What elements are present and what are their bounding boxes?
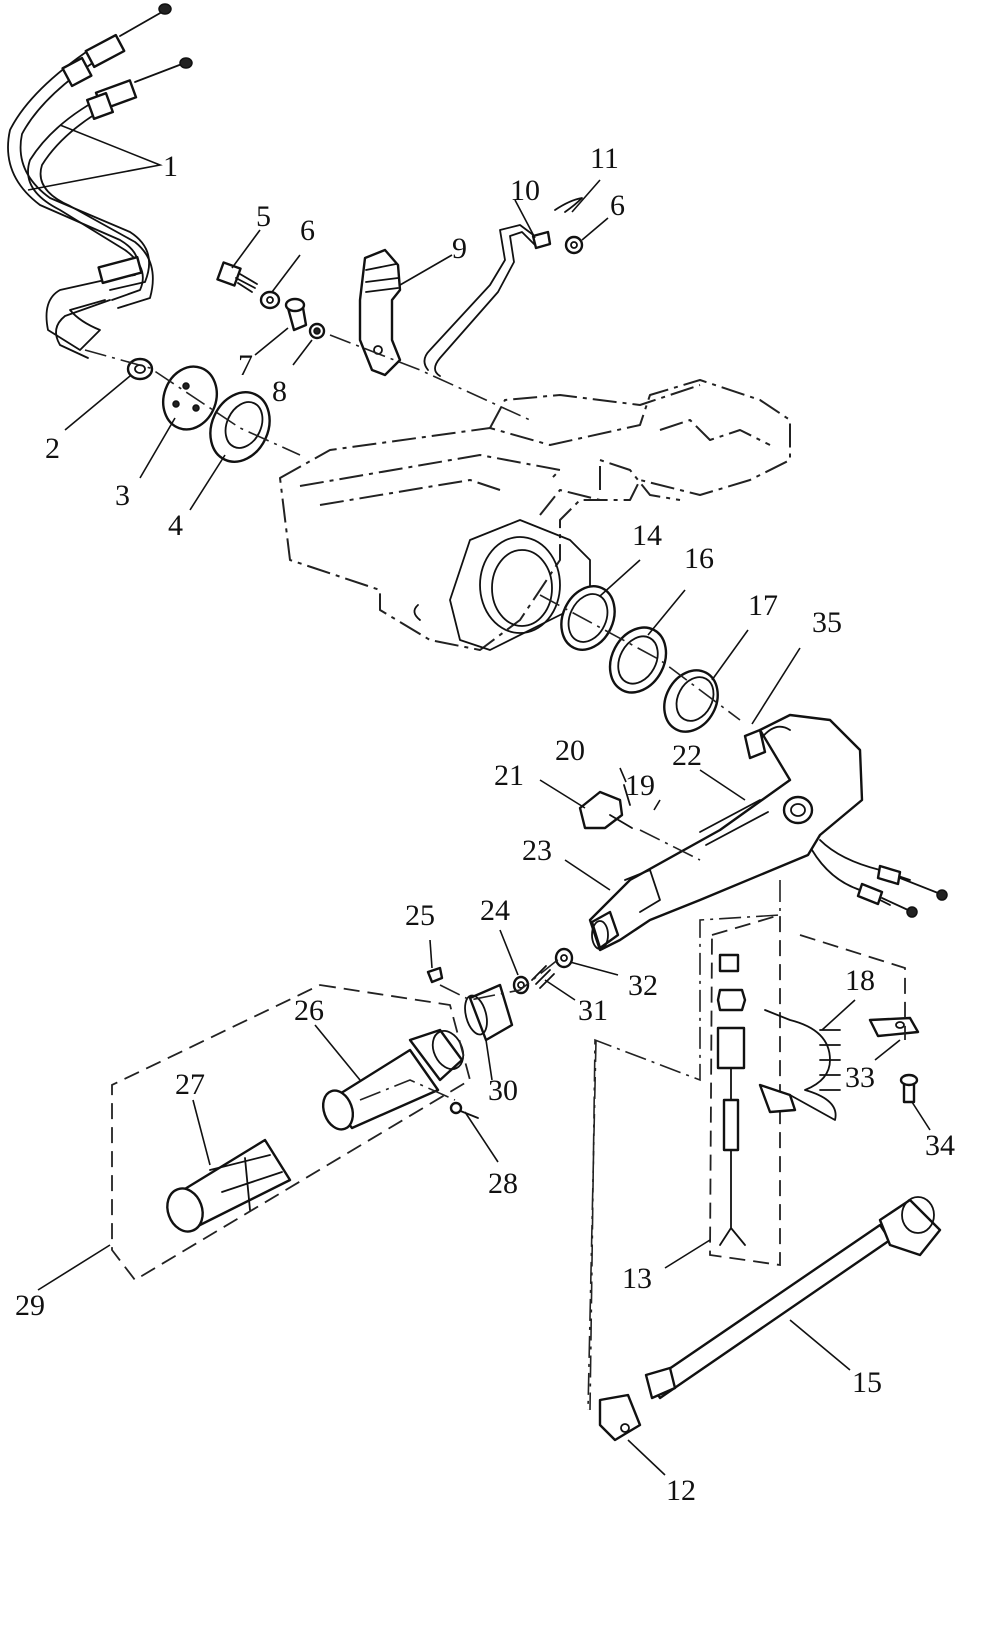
callout-21: 21 [494, 759, 524, 792]
stop-switch-group [709, 913, 920, 1267]
callout-14: 14 [632, 519, 662, 552]
callout-19: 19 [625, 769, 655, 802]
callout-4: 4 [168, 509, 183, 542]
leader-lines [27, 124, 931, 1476]
lever-group [358, 197, 584, 377]
callout-25: 25 [405, 899, 435, 932]
tiller-housing [588, 713, 948, 952]
callout-20: 20 [555, 734, 585, 767]
callout-18: 18 [845, 964, 875, 997]
callout-22: 22 [672, 739, 702, 772]
callout-26: 26 [294, 994, 324, 1027]
callout-15: 15 [852, 1366, 882, 1399]
extension-rod [598, 1196, 942, 1442]
callout-27: 27 [175, 1068, 205, 1101]
callout-8: 8 [272, 375, 287, 408]
callout-7: 7 [238, 349, 253, 382]
callout-31: 31 [578, 994, 608, 1027]
callout-24: 24 [480, 894, 510, 927]
callout-2: 2 [45, 432, 60, 465]
callout-29: 29 [15, 1289, 45, 1322]
callout-5: 5 [256, 200, 271, 233]
callout-16: 16 [684, 542, 714, 575]
callout-34: 34 [925, 1129, 955, 1162]
bracket-outline [279, 379, 791, 651]
callout-6b: 6 [610, 189, 625, 222]
callout-1: 1 [163, 150, 178, 183]
callout-35: 35 [812, 606, 842, 639]
ring-group [560, 585, 719, 733]
cable-assembly [7, 3, 193, 359]
callout-30: 30 [488, 1074, 518, 1107]
throttle-grip [166, 983, 514, 1233]
callout-12: 12 [666, 1474, 696, 1507]
callout-11: 11 [590, 142, 619, 175]
callout-labels: 1 2 3 4 5 6 6 7 8 9 10 11 12 13 14 15 16… [15, 142, 955, 1507]
assembly-lines [84, 334, 781, 1411]
callout-6a: 6 [300, 214, 315, 247]
callout-9: 9 [452, 232, 467, 265]
callout-32: 32 [628, 969, 658, 1002]
callout-28: 28 [488, 1167, 518, 1200]
callout-33: 33 [845, 1061, 875, 1094]
bolt-group [216, 261, 326, 340]
callout-17: 17 [748, 589, 778, 622]
callout-3: 3 [115, 479, 130, 512]
callout-10: 10 [510, 174, 540, 207]
callout-23: 23 [522, 834, 552, 867]
callout-13: 13 [622, 1262, 652, 1295]
plate-group [126, 357, 271, 463]
friction-lever [578, 784, 633, 830]
